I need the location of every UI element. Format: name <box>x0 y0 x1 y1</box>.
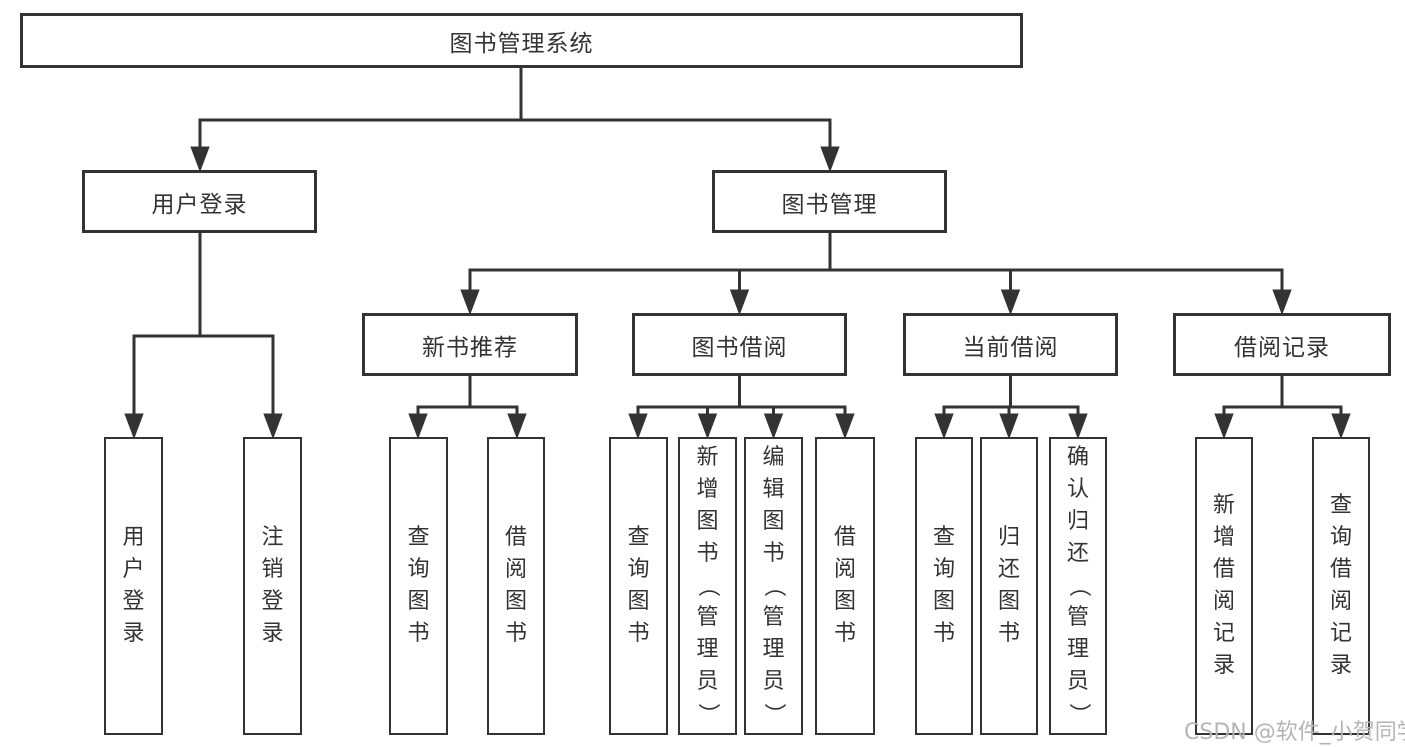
node-label: 查询借阅记录 <box>1329 493 1352 678</box>
node-library-management-system: 图书管理系统 <box>20 13 1023 68</box>
node-label: 查询图书 <box>627 525 650 646</box>
node-label: 图书管理系统 <box>449 30 594 57</box>
leaf-edit-book-admin: 编辑图书（管理员） <box>744 437 803 735</box>
node-label: 借阅记录 <box>1234 334 1330 361</box>
leaf-return-books: 归还图书 <box>980 437 1038 735</box>
node-label: 编辑图书（管理员） <box>761 445 787 726</box>
leaf-logout: 注销登录 <box>243 437 302 735</box>
leaf-query-books-recommend: 查询图书 <box>389 437 448 735</box>
node-current-borrowing: 当前借阅 <box>903 313 1118 376</box>
node-user-login-module: 用户登录 <box>82 170 317 233</box>
node-borrowing-records: 借阅记录 <box>1173 313 1391 376</box>
node-label: 新增图书（管理员） <box>695 445 721 726</box>
csdn-watermark: CSDN @软件_小贺同学 <box>1184 720 1405 745</box>
node-label: 新书推荐 <box>422 334 518 361</box>
node-label: 确认归还（管理员） <box>1065 445 1091 726</box>
node-label: 用户登录 <box>122 525 145 646</box>
leaf-add-book-admin: 新增图书（管理员） <box>678 437 737 735</box>
leaf-confirm-return-admin: 确认归还（管理员） <box>1049 437 1107 735</box>
leaf-query-borrow-record: 查询借阅记录 <box>1312 437 1370 735</box>
node-book-management-module: 图书管理 <box>712 170 947 233</box>
node-label: 查询图书 <box>932 525 955 646</box>
node-label: 用户登录 <box>151 191 248 218</box>
leaf-query-books-current: 查询图书 <box>915 437 973 735</box>
leaf-user-login: 用户登录 <box>104 437 163 735</box>
node-label: 注销登录 <box>261 525 284 646</box>
node-label: 图书借阅 <box>691 334 788 361</box>
node-label: 新增借阅记录 <box>1212 493 1235 678</box>
node-label: 图书管理 <box>781 191 878 218</box>
leaf-add-borrow-record: 新增借阅记录 <box>1195 437 1253 735</box>
node-label: 当前借阅 <box>962 334 1059 361</box>
leaf-borrow-books-recommend: 借阅图书 <box>487 437 545 735</box>
node-book-borrowing: 图书借阅 <box>632 313 847 376</box>
node-label: 借阅图书 <box>833 525 856 646</box>
node-label: 归还图书 <box>997 525 1020 646</box>
node-new-book-recommend: 新书推荐 <box>362 313 578 376</box>
node-label: 借阅图书 <box>504 525 527 646</box>
node-label: 查询图书 <box>407 525 430 646</box>
leaf-borrow-books-borrowing: 借阅图书 <box>815 437 875 735</box>
leaf-query-books-borrowing: 查询图书 <box>609 437 668 735</box>
